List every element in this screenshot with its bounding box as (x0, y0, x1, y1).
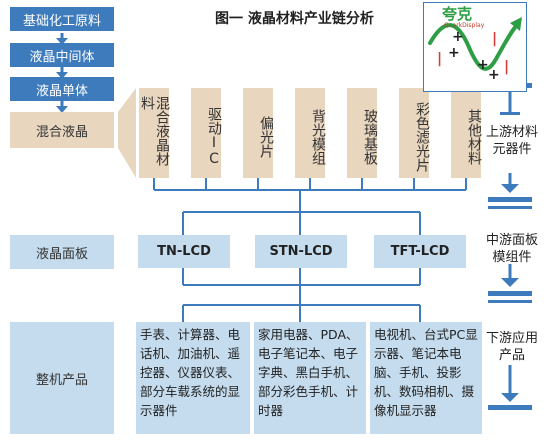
left-item-label: 基础化工原料 (22, 13, 101, 29)
panel-stn-lcd: STN-LCD (255, 235, 347, 268)
panel-tft-lcd: TFT-LCD (374, 235, 466, 268)
left-item-label: 液晶中间体 (29, 49, 95, 65)
upstream-bar-polarizer: 偏光片 (243, 88, 274, 178)
logo-name: 夸克 (442, 5, 473, 23)
right-label-upstream: 上游材料元器件 (485, 125, 538, 157)
logo-plus-sign: + (452, 29, 464, 45)
logo-bar-sign: | (437, 51, 443, 67)
upstream-bus (153, 178, 467, 235)
products-stn: 家用电器、PDA、电子笔记本、电子字典、黑白手机、部分彩色手机、计时器 (254, 322, 366, 434)
panel-tn-lcd: TN-LCD (138, 235, 230, 268)
midstream-bus (182, 268, 421, 322)
logo-arrowhead (510, 17, 522, 31)
upstream-bar-other-materials: 其他材料 (451, 88, 482, 178)
logo-plus-sign: + (488, 67, 500, 83)
left-column-arrows (56, 33, 68, 113)
left-item-panels: 液晶面板 (10, 235, 114, 269)
left-item-label: 液晶单体 (35, 83, 88, 99)
logo-sub: QuarkDisplay (444, 22, 485, 29)
logo-plus-sign: + (477, 57, 489, 73)
left-item-label: 整机产品 (35, 372, 88, 388)
left-item-intermediates: 液晶中间体 (10, 43, 114, 67)
left-item-end-products: 整机产品 (10, 322, 114, 434)
right-label-downstream: 下游应用产品 (486, 331, 539, 363)
left-item-label: 混合液晶 (35, 124, 88, 140)
upstream-bar-mixed-lc-material: 混合液晶材料 (139, 88, 170, 178)
left-item-monomers: 液晶单体 (10, 77, 114, 101)
products-tft: 电视机、台式PC显示器、笔记本电脑、手机、投影机、数码相机、摄像机显示器 (370, 322, 482, 434)
right-label-midstream: 中游面板模组件 (485, 233, 538, 265)
logo-graphic (428, 17, 522, 71)
logo-plus-sign: + (448, 45, 460, 61)
left-item-mixed-lc: 混合液晶 (10, 112, 114, 148)
upstream-bar-driver-ic: 驱动IC (191, 88, 222, 178)
logo-bar-sign: | (492, 31, 498, 47)
upstream-bar-glass-substrate: 玻璃基板 (347, 88, 378, 178)
left-item-label: 液晶面板 (35, 246, 88, 262)
diagram-title: 图一 液晶材料产业链分析 (215, 11, 374, 27)
upstream-bar-backlight: 背光模组 (295, 88, 326, 178)
funnel-shape (118, 88, 136, 178)
logo-wave-curve (428, 23, 519, 71)
upstream-bar-color-filter: 彩色滤光片 (399, 88, 430, 178)
quark-logo: 夸克 QuarkDisplay + + + + | | | (423, 2, 527, 92)
logo-bar-sign: | (504, 59, 510, 75)
products-tn: 手表、计算器、电话机、加油机、遥控器、仪器仪表、部分车载系统的显示器件 (136, 322, 250, 434)
left-item-raw-materials: 基础化工原料 (10, 7, 114, 31)
